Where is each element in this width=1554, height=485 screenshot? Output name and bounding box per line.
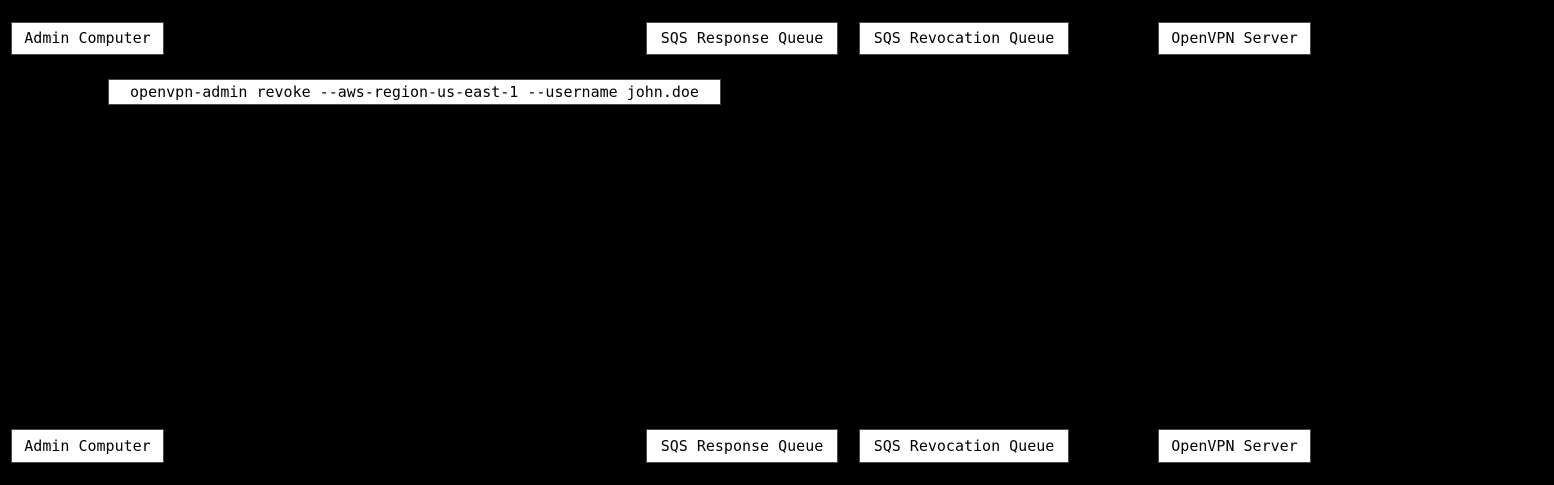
message-revoke-command-label: openvpn-admin revoke --aws-region-us-eas…	[108, 79, 721, 105]
participant-openvpn-server-top: OpenVPN Server	[1158, 22, 1311, 55]
participant-admin-computer-bottom: Admin Computer	[11, 429, 164, 463]
participant-label: SQS Revocation Queue	[873, 436, 1055, 455]
participant-label: SQS Response Queue	[660, 436, 824, 455]
participant-label: SQS Revocation Queue	[873, 29, 1055, 47]
participant-label: Admin Computer	[24, 29, 151, 47]
participant-label: OpenVPN Server	[1171, 29, 1298, 47]
participant-sqs-response-queue-top: SQS Response Queue	[646, 22, 838, 55]
participant-sqs-response-queue-bottom: SQS Response Queue	[646, 429, 838, 463]
message-text: openvpn-admin revoke --aws-region-us-eas…	[130, 82, 699, 101]
participant-sqs-revocation-queue-bottom: SQS Revocation Queue	[859, 429, 1069, 463]
participant-sqs-revocation-queue-top: SQS Revocation Queue	[859, 22, 1069, 55]
participant-label: Admin Computer	[24, 436, 151, 455]
participant-admin-computer-top: Admin Computer	[11, 22, 164, 55]
participant-label: OpenVPN Server	[1171, 436, 1298, 455]
participant-openvpn-server-bottom: OpenVPN Server	[1158, 429, 1311, 463]
participant-label: SQS Response Queue	[660, 29, 824, 47]
